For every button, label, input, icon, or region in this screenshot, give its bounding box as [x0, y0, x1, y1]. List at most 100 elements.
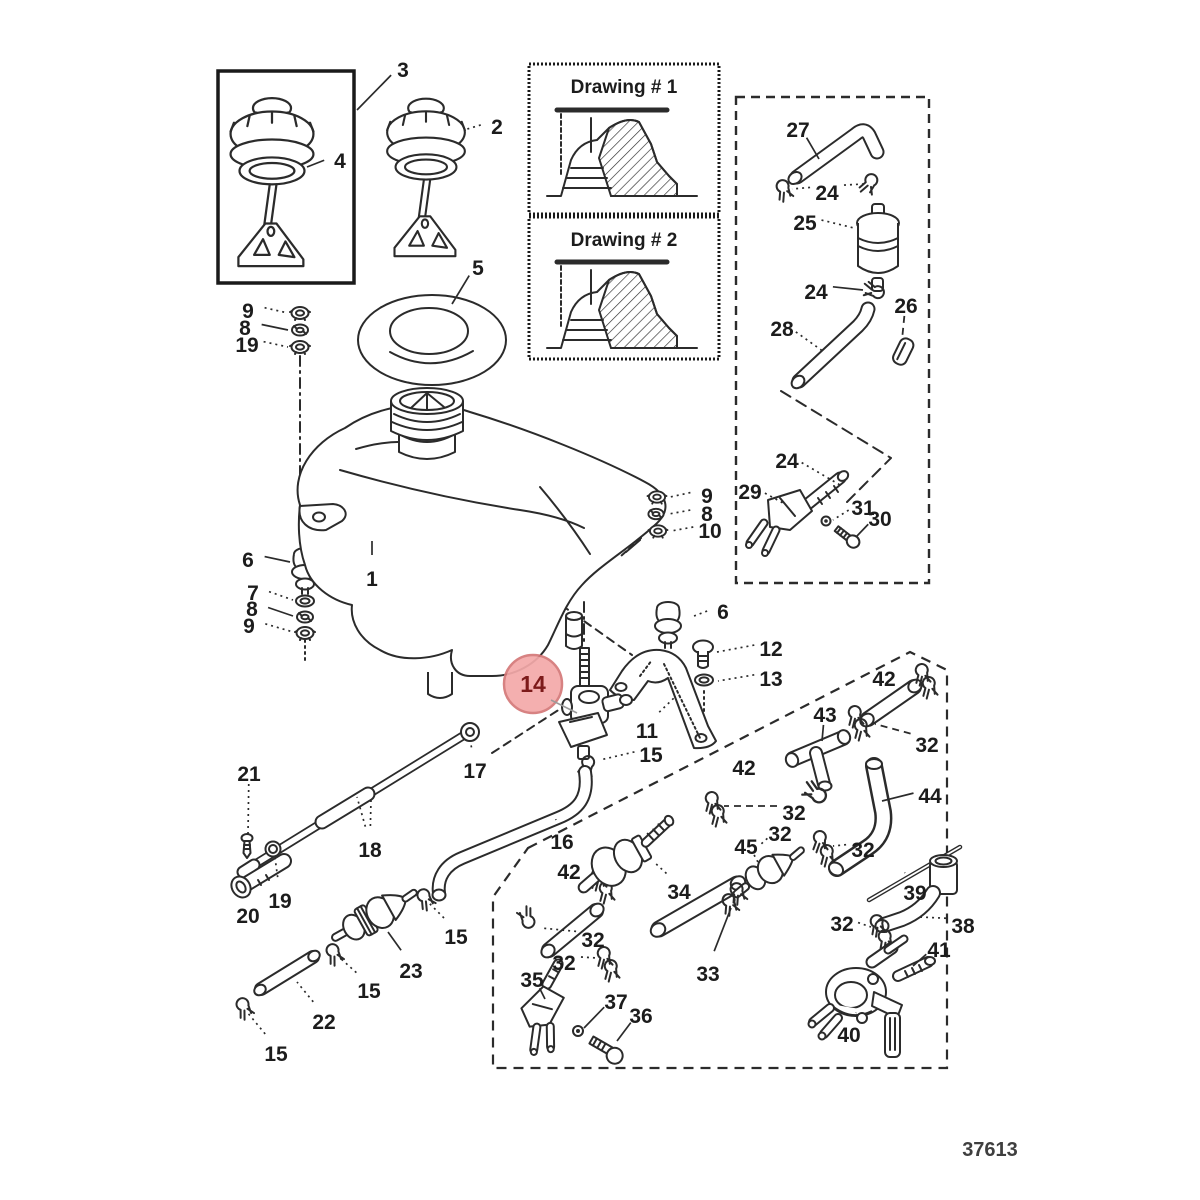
leader-line: [583, 1006, 605, 1029]
callout-9: 9: [701, 485, 713, 508]
callout-15: 15: [639, 744, 663, 767]
callout-24: 24: [804, 281, 828, 304]
hose-33: [649, 875, 747, 938]
inset-title-2: Drawing # 2: [571, 230, 678, 251]
leader-line: [580, 956, 598, 959]
callout-32: 32: [851, 839, 874, 862]
leader-line: [338, 956, 357, 974]
callout-1: 1: [366, 568, 378, 591]
leader-line: [693, 610, 708, 617]
callout-15: 15: [264, 1043, 288, 1066]
leader-line: [801, 461, 841, 486]
leader-line: [669, 491, 691, 498]
leader-line: [670, 526, 694, 532]
connector-17: [460, 722, 480, 742]
leader-line: [791, 186, 811, 190]
leader-line: [247, 783, 250, 835]
callout-28: 28: [770, 318, 794, 341]
leader-line: [264, 555, 291, 563]
barb-fitting-41: [892, 956, 936, 982]
screw-36: [588, 1035, 624, 1065]
leader-line: [717, 674, 755, 682]
leader-line: [356, 796, 367, 827]
callout-6: 6: [717, 601, 729, 624]
tee-fitting-43: [784, 729, 852, 792]
callout-22: 22: [312, 1011, 335, 1034]
callout-2: 2: [491, 116, 503, 139]
leader-line: [538, 987, 546, 1000]
leader-line: [821, 724, 825, 742]
callout-32: 32: [552, 952, 575, 975]
callout-18: 18: [358, 839, 382, 862]
callout-25: 25: [793, 212, 817, 235]
leader-line: [918, 916, 947, 920]
leader-line: [261, 323, 289, 331]
rubber-mount-6b: [654, 601, 682, 649]
callout-43: 43: [813, 704, 836, 727]
callout-32: 32: [581, 929, 604, 952]
leader-lines: [242, 74, 947, 1042]
leader-line: [653, 861, 668, 875]
clamp-15-icon: [321, 940, 346, 968]
callout-23: 23: [399, 960, 422, 983]
leader-line: [874, 723, 911, 735]
hose-42b: [859, 678, 923, 728]
leader-line: [263, 340, 289, 348]
hardware-stack-right: [625, 490, 669, 553]
leader-line: [881, 792, 914, 802]
callout-8: 8: [701, 503, 713, 526]
callout-32: 32: [768, 823, 791, 846]
callout-13: 13: [759, 668, 782, 691]
callout-labels: 3245272425242628242931309819678919810612…: [235, 59, 975, 1066]
callout-34: 34: [667, 881, 691, 904]
leader-line: [912, 953, 927, 967]
callout-20: 20: [236, 905, 259, 928]
callout-24: 24: [775, 450, 799, 473]
callout-37: 37: [604, 991, 627, 1014]
hose-27: [787, 170, 803, 186]
leader-line: [753, 854, 760, 865]
leader-line: [599, 751, 635, 761]
leader-line: [387, 931, 402, 951]
callout-11: 11: [636, 720, 659, 743]
callout-17: 17: [463, 760, 486, 783]
callout-44: 44: [918, 785, 942, 808]
bolt-12: [692, 639, 714, 669]
callout-42: 42: [732, 757, 755, 780]
elbow-fitting-38: [874, 854, 958, 933]
clamp-24-icon: [857, 170, 881, 197]
fuel-connector-29: [745, 470, 850, 557]
tank-nipple: [565, 616, 583, 650]
fuel-valve-14: [558, 647, 633, 779]
callout-40: 40: [837, 1024, 860, 1047]
cap-assembly-box: [216, 69, 356, 285]
callout-6: 6: [242, 549, 254, 572]
callout-15: 15: [357, 980, 381, 1003]
callout-16: 16: [550, 831, 573, 854]
callout-9: 9: [243, 615, 255, 638]
leader-line: [306, 159, 325, 168]
fuel-filter-23: [331, 888, 418, 942]
callout-32: 32: [782, 802, 805, 825]
highlight-circle: [502, 653, 564, 715]
leader-line: [901, 315, 906, 341]
callout-26: 26: [894, 295, 917, 318]
callout-24: 24: [815, 182, 839, 205]
callout-39: 39: [903, 882, 926, 905]
leader-line: [832, 285, 864, 291]
seal-26: [892, 337, 915, 366]
leader-line: [716, 644, 755, 653]
hardware-stack-top: [289, 306, 311, 355]
leader-line: [821, 219, 855, 229]
hose-22: [253, 949, 321, 997]
leader-line: [463, 124, 481, 131]
callout-19: 19: [268, 890, 291, 913]
fuel-filter-45: [732, 846, 805, 899]
fuel-pump-34: [577, 814, 675, 894]
fuel-line-group-box: [734, 95, 931, 585]
callout-10: 10: [698, 520, 721, 543]
washer-13: [694, 673, 714, 687]
callout-8: 8: [239, 317, 251, 340]
